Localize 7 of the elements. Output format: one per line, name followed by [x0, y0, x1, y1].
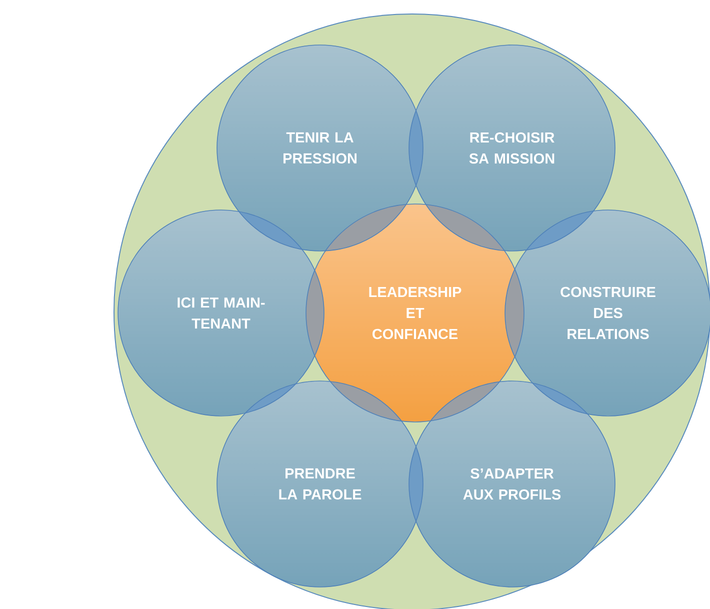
topic-label: CONSTRUIRE DES RELATIONS: [560, 286, 656, 340]
topic-label: PRENDRE LA PAROLE: [279, 468, 362, 500]
topic-label: TENIR LA PRESSION: [284, 132, 356, 164]
topic-label: RE-CHOISIR SA MISSION: [469, 132, 554, 164]
center-label: LEADERSHIP ET CONFIANCE: [369, 286, 462, 340]
topic-label: S’ADAPTER AUX PROFILS: [463, 468, 561, 500]
topic-label: ICI ET MAIN-TENANT: [178, 297, 265, 329]
